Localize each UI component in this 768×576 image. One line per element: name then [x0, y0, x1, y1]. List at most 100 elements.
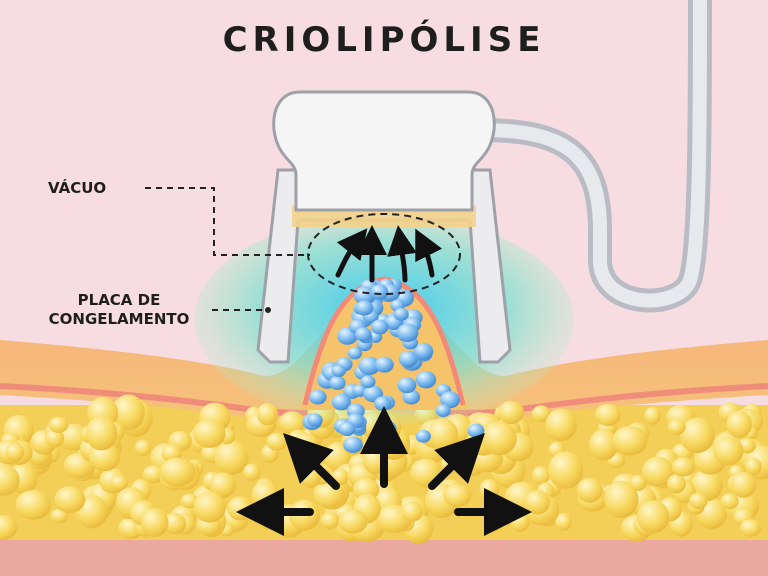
fat-cell	[713, 436, 744, 466]
fat-cell	[352, 478, 380, 501]
fat-cell	[524, 490, 550, 515]
fat-cell	[243, 463, 261, 481]
frozen-fat-cell	[307, 413, 323, 427]
frozen-fat-cell	[358, 356, 381, 376]
fat-cell	[110, 475, 129, 490]
fat-movement-arrows	[236, 406, 532, 536]
fat-cell	[688, 492, 708, 510]
frozen-fat-cell	[398, 350, 418, 368]
frozen-fat-cell	[331, 394, 351, 411]
fat-cell	[214, 440, 249, 475]
fat-cell	[588, 429, 619, 461]
fat-cell	[0, 464, 20, 496]
fat-cell	[266, 432, 288, 451]
fat-cell	[485, 514, 504, 532]
fat-cell	[555, 513, 572, 531]
page-title: CRIOLIPÓLISE	[222, 20, 546, 60]
fat-cell	[637, 500, 670, 534]
fat-cell	[88, 443, 121, 472]
frozen-fat-cells	[302, 278, 485, 454]
frozen-fat-cell	[355, 300, 374, 316]
fat-cell	[338, 509, 368, 534]
fat-cell	[726, 410, 752, 439]
frozen-fat-cell	[360, 375, 376, 389]
fat-cell	[163, 512, 187, 535]
frozen-fat-cell	[396, 323, 419, 343]
fat-cell	[193, 491, 226, 523]
label-freeze-plate: PLACA DE CONGELAMENTO	[34, 291, 204, 329]
fat-cell	[5, 443, 25, 462]
frozen-fat-cell	[338, 421, 356, 437]
label-freeze-plate-line1: PLACA DE	[77, 291, 161, 309]
fat-cell	[278, 411, 306, 435]
frozen-fat-cell	[393, 307, 409, 321]
frozen-fat-cell	[355, 327, 372, 342]
fat-cell	[427, 418, 459, 451]
frozen-fat-cell	[435, 404, 451, 417]
fat-cell	[667, 419, 686, 436]
fat-cell	[256, 403, 278, 426]
fat-cell	[54, 486, 86, 513]
frozen-fat-cell	[374, 396, 392, 411]
label-freeze-plate-line2: CONGELAMENTO	[48, 310, 190, 328]
fat-cell	[576, 477, 603, 503]
frozen-fat-cell	[343, 436, 363, 454]
vacuum-zone-outline	[307, 213, 461, 295]
fat-cell	[134, 439, 152, 456]
fat-cell	[48, 416, 69, 433]
fat-cell	[667, 474, 686, 494]
frozen-fat-cell	[415, 429, 431, 443]
fat-cell	[644, 406, 661, 425]
frozen-fat-cell	[467, 423, 485, 438]
fat-cell	[730, 471, 757, 498]
fat-cell	[159, 457, 196, 487]
fat-cell	[227, 496, 253, 521]
vacuum-leader-line	[145, 187, 310, 256]
fat-cell	[320, 512, 340, 529]
fat-cells	[0, 394, 768, 544]
applicator-head	[272, 90, 496, 212]
frozen-fat-cell	[397, 377, 417, 394]
fat-cell	[720, 493, 739, 510]
fat-cell	[479, 479, 500, 500]
fat-cell	[641, 456, 674, 487]
fat-cell	[50, 508, 69, 524]
label-vacuum: VÁCUO	[48, 179, 107, 197]
frozen-fat-cell	[331, 364, 346, 377]
fat-cell	[85, 416, 118, 451]
frozen-fat-cell	[440, 391, 460, 409]
fat-cell	[401, 501, 423, 522]
fat-cell	[679, 417, 715, 454]
frozen-fat-cell	[354, 286, 376, 306]
frozen-fat-cell	[329, 376, 346, 390]
frozen-fat-cell	[415, 371, 437, 389]
frozen-fat-cell	[370, 284, 389, 300]
fat-cell	[532, 466, 550, 485]
fat-cell	[545, 408, 577, 442]
fat-cell	[45, 429, 65, 448]
fat-cell	[531, 405, 551, 423]
fat-cell	[192, 418, 226, 448]
fat-cell	[15, 490, 52, 520]
fat-cell	[209, 472, 237, 498]
fat-cell	[142, 465, 165, 484]
frozen-fat-cell	[309, 389, 327, 405]
fat-cell	[548, 451, 584, 489]
fat-cell	[612, 426, 648, 456]
fat-cell	[481, 421, 517, 456]
frozen-fat-cell	[347, 347, 363, 360]
fat-cell	[671, 457, 695, 477]
fat-cell	[745, 457, 762, 476]
frozen-fat-cell	[371, 319, 389, 335]
fat-cell	[0, 515, 18, 540]
fat-cell	[313, 481, 345, 508]
vacuum-arrows	[335, 225, 443, 283]
frozen-fat-cell	[413, 342, 434, 360]
fat-cell	[739, 519, 762, 537]
fat-cell	[443, 484, 472, 507]
fat-cell	[498, 400, 524, 425]
fat-cell	[604, 480, 639, 518]
fat-cell	[111, 394, 145, 431]
